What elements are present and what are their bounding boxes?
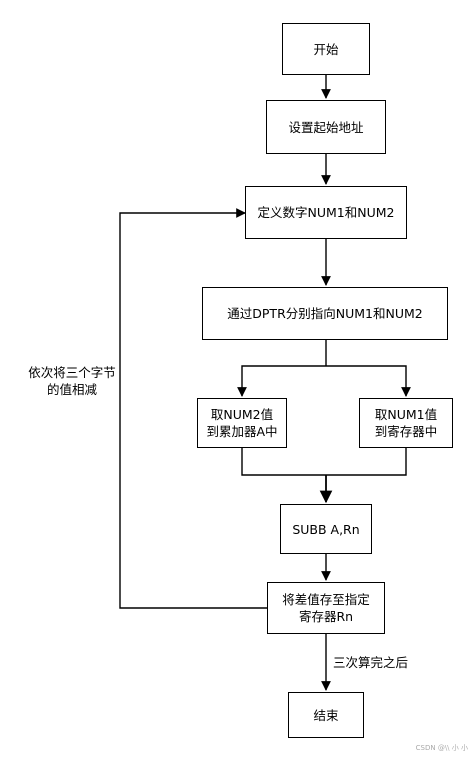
loop-label: 依次将三个字节 的值相减	[28, 365, 116, 397]
node-define-numbers-label: 定义数字NUM1和NUM2	[257, 205, 395, 220]
node-start: 开始	[282, 23, 370, 75]
arrow-loop-back	[119, 208, 267, 609]
arrow-right-merge	[326, 448, 407, 476]
node-set-start-address-label: 设置起始地址	[288, 119, 364, 135]
arrow-split-left	[237, 365, 326, 397]
node-load-accumulator: 取NUM2值 到累加器A中	[197, 398, 287, 448]
node-end: 结束	[288, 692, 364, 738]
watermark: CSDN @\\ 小 小	[415, 744, 468, 752]
node-set-start-address: 设置起始地址	[266, 100, 386, 154]
node-subb-label: SUBB A,Rn	[292, 521, 360, 537]
node-load-register-label: 取NUM1值 到寄存器中	[374, 407, 438, 439]
node-load-accumulator-label: 取NUM2值 到累加器A中	[206, 407, 278, 439]
arrow-split-right	[326, 365, 411, 397]
node-store-difference: 将差值存至指定 寄存器Rn	[267, 582, 385, 634]
node-subb: SUBB A,Rn	[280, 504, 372, 554]
node-end-label: 结束	[313, 707, 339, 723]
arrow-left-merge	[241, 448, 326, 476]
node-dptr-point: 通过DPTR分别指向NUM1和NUM2	[202, 287, 448, 340]
node-dptr-point-label: 通过DPTR分别指向NUM1和NUM2	[227, 306, 423, 321]
node-load-register: 取NUM1值 到寄存器中	[359, 398, 453, 448]
node-start-label: 开始	[313, 41, 339, 57]
node-store-difference-label: 将差值存至指定 寄存器Rn	[282, 592, 370, 624]
after-three-label: 三次算完之后	[333, 655, 409, 670]
node-define-numbers: 定义数字NUM1和NUM2	[245, 186, 407, 239]
